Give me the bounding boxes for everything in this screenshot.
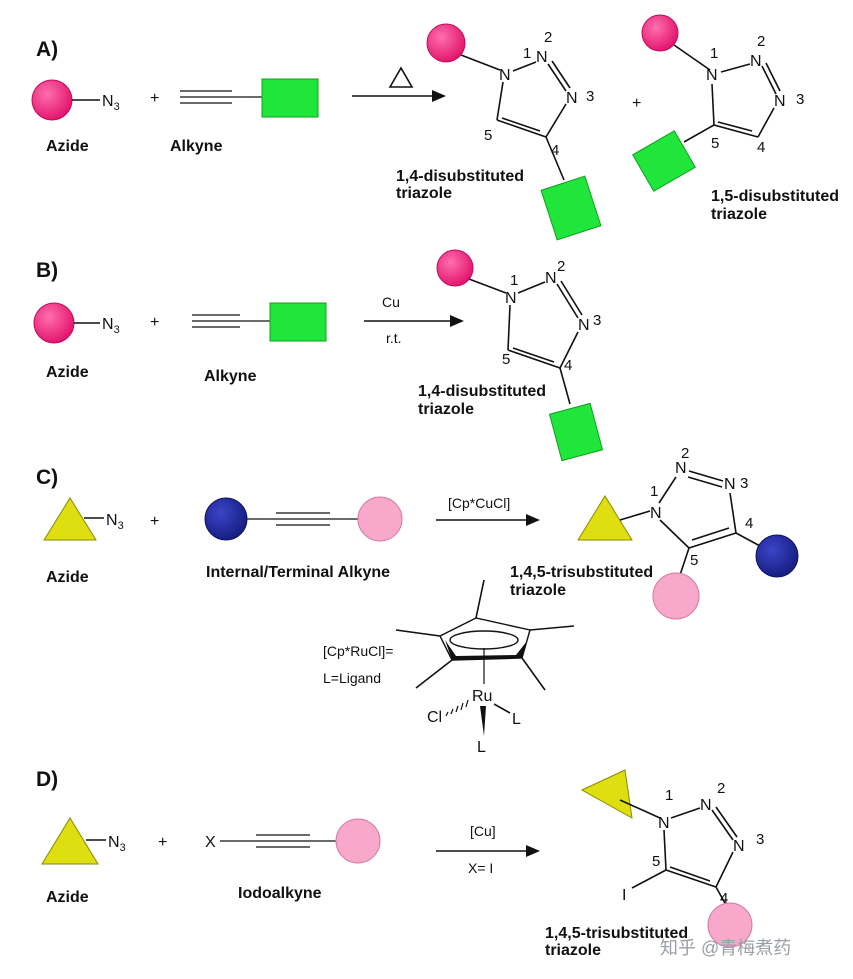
svg-text:N: N — [733, 838, 745, 855]
svg-text:1: 1 — [665, 787, 673, 804]
product-label-line2: triazole — [545, 942, 601, 959]
svg-text:3: 3 — [593, 312, 601, 329]
product-label-line2: triazole — [418, 401, 474, 418]
svg-text:1: 1 — [650, 483, 658, 500]
svg-text:5: 5 — [690, 552, 698, 569]
svg-text:N3: N3 — [102, 316, 120, 336]
product-15-label-line1: 1,5-disubstituted — [711, 188, 839, 205]
section-c: C) N3 Azide + Internal/Terminal Alkyne [… — [36, 445, 799, 756]
svg-text:4: 4 — [720, 890, 728, 907]
cp-rucl-catalyst: [Cp*RuCl]= L=Ligand Ru Cl L L — [323, 579, 575, 756]
svg-text:5: 5 — [652, 853, 660, 870]
product-14-label-line1: 1,4-disubstituted — [396, 168, 524, 185]
azide-n-label: N3 — [102, 93, 120, 113]
section-d-letter: D) — [36, 768, 58, 791]
section-b-letter: B) — [36, 259, 58, 282]
section-a-letter: A) — [36, 38, 58, 61]
svg-text:L: L — [512, 711, 521, 728]
svg-text:1: 1 — [523, 45, 531, 62]
azide-label: Azide — [46, 569, 89, 586]
svg-text:N: N — [505, 290, 517, 307]
svg-text:1: 1 — [510, 272, 518, 289]
svg-text:1: 1 — [710, 45, 718, 62]
arrow-head-icon — [432, 90, 446, 102]
svg-text:L=Ligand: L=Ligand — [323, 670, 381, 686]
svg-text:N: N — [774, 93, 786, 110]
svg-text:+: + — [158, 834, 167, 851]
svg-text:I: I — [622, 887, 626, 904]
svg-text:Ru: Ru — [472, 688, 492, 705]
svg-text:3: 3 — [796, 91, 804, 108]
svg-text:Cl: Cl — [427, 709, 442, 726]
product-label-line1: 1,4,5-trisubstituted — [510, 564, 653, 581]
alkyne-square — [261, 78, 319, 118]
svg-text:4: 4 — [564, 357, 572, 374]
condition-x-iodine: X= I — [468, 860, 493, 876]
svg-text:N: N — [750, 53, 762, 70]
alkyne-label: Internal/Terminal Alkyne — [206, 564, 390, 581]
svg-text:5: 5 — [502, 351, 510, 368]
svg-text:5: 5 — [484, 127, 492, 144]
svg-text:3: 3 — [740, 475, 748, 492]
section-b: B) N3 Azide + Alkyne Cu r.t. N N N 1 2 3… — [33, 249, 604, 462]
svg-text:N: N — [536, 49, 548, 66]
condition-cu: [Cu] — [470, 823, 496, 839]
product-label-line2: triazole — [510, 582, 566, 599]
section-a: A) N3 Azide + Alkyne N N N 1 2 3 4 5 — [31, 14, 839, 241]
svg-text:L: L — [477, 739, 486, 756]
condition-cp-cucl: [Cp*CuCl] — [448, 495, 510, 511]
svg-text:N: N — [658, 815, 670, 832]
product-label-line1: 1,4-disubstituted — [418, 383, 546, 400]
svg-text:N: N — [675, 460, 687, 477]
product-label-line1: 1,4,5-trisubstituted — [545, 925, 688, 942]
alkyne-label: Alkyne — [170, 138, 223, 155]
svg-text:+: + — [150, 513, 159, 530]
watermark: 知乎 @青梅煮药 — [660, 938, 791, 958]
section-d: D) N3 Azide + X Iodoalkyne [Cu] X= I N N… — [36, 768, 764, 959]
svg-text:2: 2 — [757, 33, 765, 50]
svg-text:N: N — [700, 797, 712, 814]
svg-text:4: 4 — [551, 142, 559, 159]
svg-text:2: 2 — [544, 29, 552, 46]
svg-text:+: + — [632, 95, 641, 112]
svg-text:5: 5 — [711, 135, 719, 152]
alkyne-label: Iodoalkyne — [238, 885, 322, 902]
svg-text:N: N — [545, 270, 557, 287]
azide-label: Azide — [46, 889, 89, 906]
svg-text:N: N — [650, 505, 662, 522]
svg-text:3: 3 — [586, 88, 594, 105]
svg-text:4: 4 — [745, 515, 753, 532]
plus-sign: + — [150, 90, 159, 107]
alkyne-label: Alkyne — [204, 368, 257, 385]
svg-text:N: N — [724, 476, 736, 493]
svg-text:N3: N3 — [106, 512, 124, 532]
section-c-letter: C) — [36, 466, 58, 489]
azide-label: Azide — [46, 364, 89, 381]
svg-text:+: + — [150, 314, 159, 331]
azide-label: Azide — [46, 138, 89, 155]
condition-rt: r.t. — [386, 330, 402, 346]
azide-triangle — [43, 497, 97, 541]
svg-text:N: N — [706, 67, 718, 84]
svg-text:2: 2 — [681, 445, 689, 462]
svg-text:[Cp*RuCl]=: [Cp*RuCl]= — [323, 643, 393, 659]
svg-text:N3: N3 — [108, 834, 126, 854]
product-14-label-line2: triazole — [396, 185, 452, 202]
svg-text:2: 2 — [717, 780, 725, 797]
svg-text:N: N — [499, 67, 511, 84]
svg-text:4: 4 — [757, 139, 765, 156]
azide-sphere — [31, 79, 73, 121]
product-15-label-line2: triazole — [711, 206, 767, 223]
svg-text:X: X — [205, 834, 216, 851]
svg-text:3: 3 — [756, 831, 764, 848]
svg-text:N: N — [566, 90, 578, 107]
svg-text:2: 2 — [557, 258, 565, 275]
condition-cu: Cu — [382, 294, 400, 310]
svg-text:N: N — [578, 317, 590, 334]
heat-triangle-icon — [388, 66, 414, 88]
